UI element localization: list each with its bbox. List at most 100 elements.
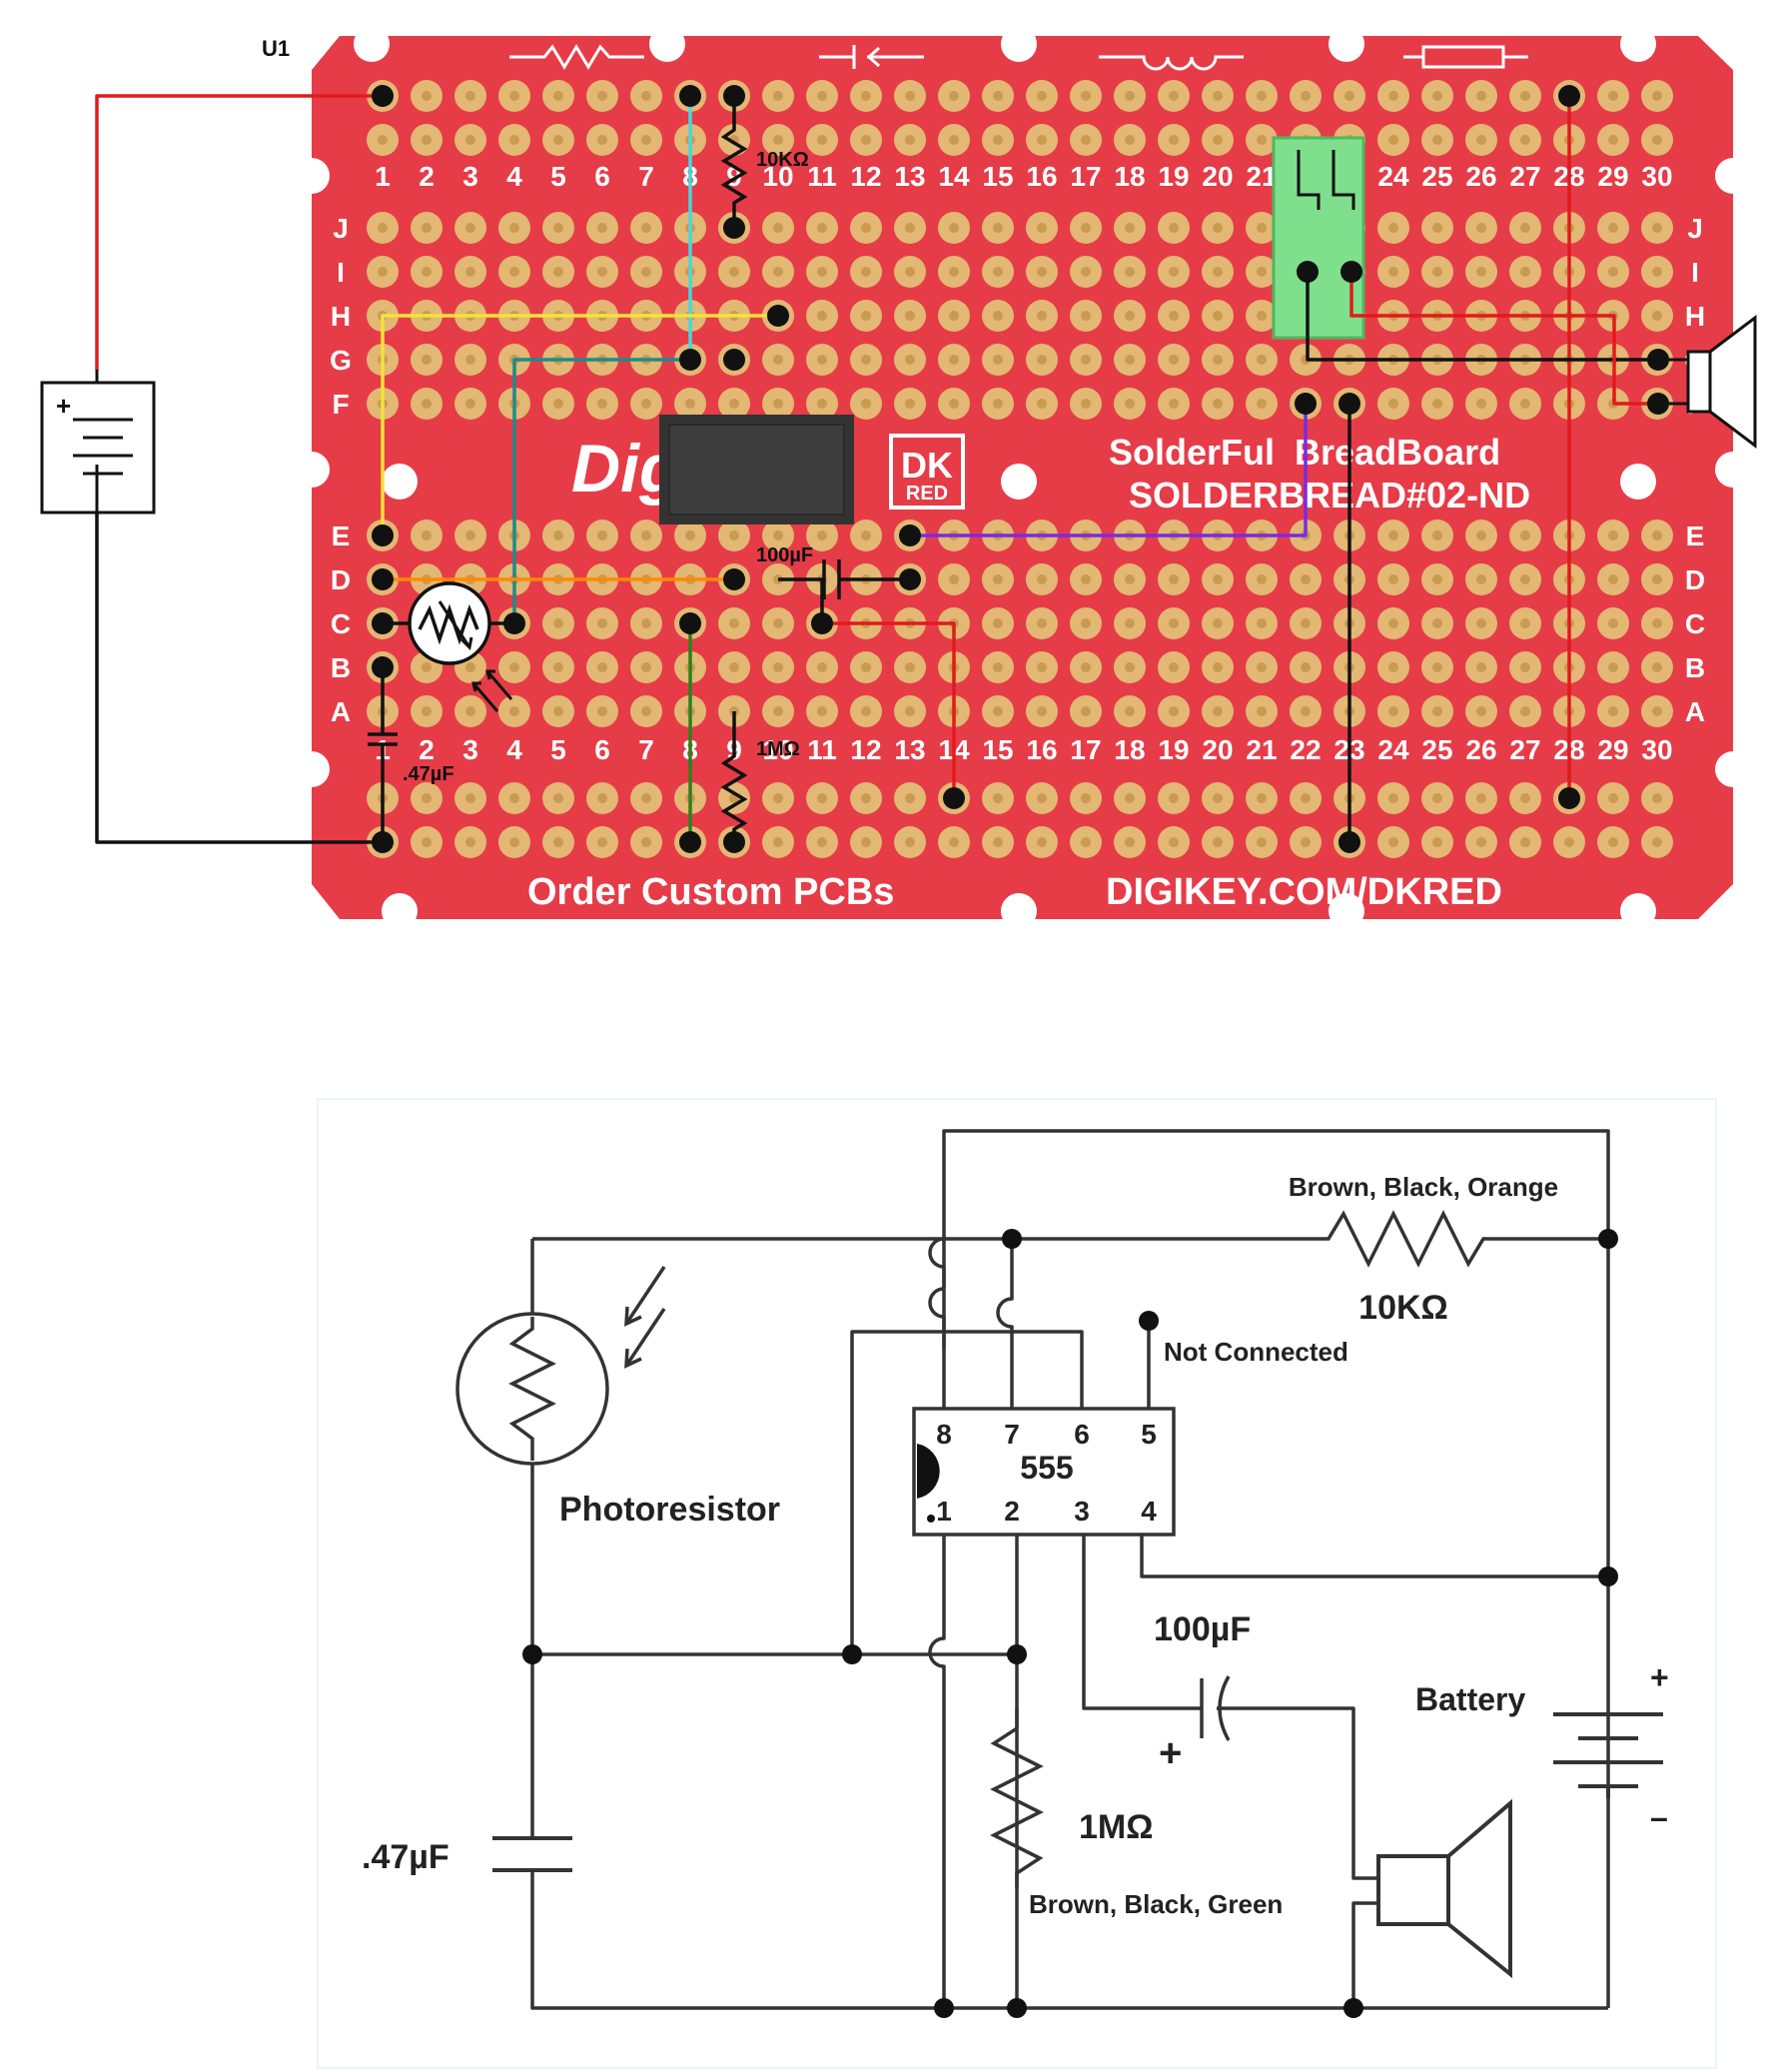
pad-hole xyxy=(1476,706,1486,716)
pad-hole xyxy=(1388,135,1398,145)
pad-hole xyxy=(1652,574,1662,584)
pad-hole xyxy=(1037,662,1047,672)
pad-hole xyxy=(993,837,1003,847)
pin-dot xyxy=(1338,831,1360,853)
pad-hole xyxy=(641,662,651,672)
pad-hole xyxy=(1257,662,1267,672)
fuse-icon xyxy=(1403,45,1528,69)
label-047uf: .47µF xyxy=(403,763,454,785)
pad-hole xyxy=(422,135,432,145)
column-number: 25 xyxy=(1421,734,1452,765)
pad-hole xyxy=(641,399,651,409)
column-number: 21 xyxy=(1246,734,1277,765)
pad-hole xyxy=(1125,135,1135,145)
pad-hole xyxy=(1125,91,1135,101)
ic-555-chip xyxy=(659,415,854,524)
pad-hole xyxy=(1081,662,1091,672)
pin-dot xyxy=(811,612,833,634)
pin-dot xyxy=(1558,85,1580,107)
pad-hole xyxy=(553,662,563,672)
pad-hole xyxy=(1257,837,1267,847)
column-number: 11 xyxy=(807,734,837,765)
pad-hole xyxy=(949,837,959,847)
pad-hole xyxy=(1608,618,1618,628)
pad-hole xyxy=(1388,793,1398,803)
column-number: 17 xyxy=(1070,161,1101,192)
column-number: 2 xyxy=(419,734,435,765)
mounting-hole xyxy=(649,26,685,62)
pad-hole xyxy=(773,530,783,540)
pad-hole xyxy=(1169,311,1179,321)
pad-hole xyxy=(1257,706,1267,716)
column-number: 17 xyxy=(1070,734,1101,765)
row-letter: I xyxy=(337,257,345,288)
row-letter: B xyxy=(1685,652,1705,683)
component-ref-u1: U1 xyxy=(262,36,290,61)
pad-hole xyxy=(597,267,607,277)
pad-hole xyxy=(641,837,651,847)
row-letter: A xyxy=(331,696,351,727)
mounting-hole xyxy=(1001,464,1037,500)
pad-hole xyxy=(1608,530,1618,540)
cap-plus-label: + xyxy=(1159,1731,1182,1775)
pad-hole xyxy=(861,135,871,145)
row-letter: D xyxy=(1685,564,1705,595)
speaker-symbol-board xyxy=(1658,314,1757,450)
column-number: 29 xyxy=(1597,161,1628,192)
pad-hole xyxy=(1388,267,1398,277)
column-number: 27 xyxy=(1509,734,1540,765)
pad-hole xyxy=(949,91,959,101)
pad-hole xyxy=(1213,399,1223,409)
column-number: 22 xyxy=(1290,734,1321,765)
pad-hole xyxy=(422,706,432,716)
pad-hole xyxy=(1257,355,1267,365)
pad-hole xyxy=(1301,574,1311,584)
pad-hole xyxy=(641,223,651,233)
column-numbers: 1234567891011121314151617181920212223242… xyxy=(375,161,1672,765)
pin-dot xyxy=(372,656,394,678)
pin-dot xyxy=(372,831,394,853)
column-number: 4 xyxy=(506,161,522,192)
pad-hole xyxy=(1257,311,1267,321)
mounting-holes xyxy=(294,26,1751,929)
row-letter: G xyxy=(330,345,352,376)
pad-hole xyxy=(1213,223,1223,233)
pad-hole xyxy=(1213,91,1223,101)
pad-hole xyxy=(465,223,475,233)
wire-pin1-ground xyxy=(928,1535,946,2008)
resistor-10k-symbol xyxy=(1309,1210,1496,1268)
pad-hole xyxy=(1608,706,1618,716)
wire-yellow xyxy=(381,314,780,537)
pad-hole xyxy=(1037,574,1047,584)
logo-bottom-text: RED xyxy=(906,483,948,505)
pad-hole xyxy=(465,91,475,101)
wire-pin3-output xyxy=(1082,1535,1194,1710)
pad-hole xyxy=(422,355,432,365)
pin-dot xyxy=(723,85,745,107)
pad-hole xyxy=(1652,135,1662,145)
pad-hole xyxy=(1520,706,1530,716)
pad-hole xyxy=(1257,793,1267,803)
column-number: 15 xyxy=(982,161,1013,192)
pin-dot xyxy=(679,85,701,107)
pin-dot xyxy=(1647,393,1669,415)
wire-speaker-ground xyxy=(1351,1901,1378,2008)
capacitor-100uf-symbol xyxy=(1194,1675,1231,1741)
pad-hole xyxy=(1213,355,1223,365)
pad-hole xyxy=(1476,530,1486,540)
pad-hole xyxy=(422,223,432,233)
pad-hole xyxy=(1652,662,1662,672)
pad-hole xyxy=(378,223,388,233)
pad-hole xyxy=(509,662,519,672)
pad-hole xyxy=(817,662,827,672)
mounting-hole xyxy=(382,893,418,929)
ic-pin-number: 6 xyxy=(1074,1419,1090,1450)
mounting-hole xyxy=(1001,26,1037,62)
column-number: 20 xyxy=(1202,161,1233,192)
pin-dot xyxy=(372,85,394,107)
pad-hole xyxy=(1125,355,1135,365)
pad-hole xyxy=(1169,662,1179,672)
pad-hole xyxy=(1037,706,1047,716)
column-number: 2 xyxy=(419,161,435,192)
